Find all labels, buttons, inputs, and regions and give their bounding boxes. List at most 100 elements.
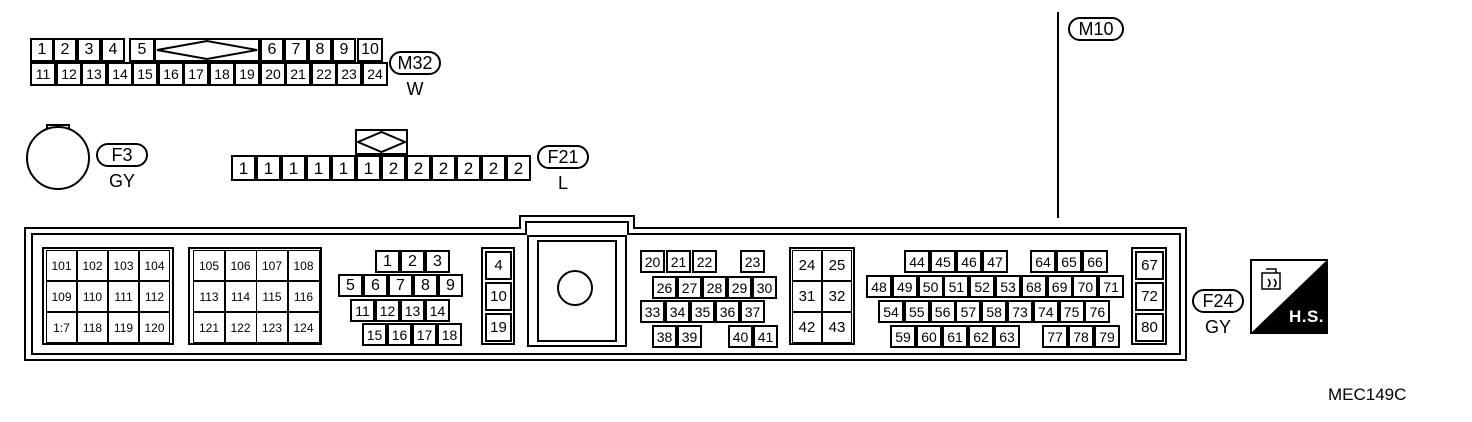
terminal-pin: 1:7 xyxy=(46,312,77,343)
terminal-pin: 78 xyxy=(1068,325,1094,348)
terminal-pin: 12 xyxy=(375,299,400,322)
terminal-pin: 51 xyxy=(943,275,970,298)
terminal-pin: 23 xyxy=(740,250,765,273)
terminal-pin: 16 xyxy=(387,323,412,346)
terminal-pin: 104 xyxy=(139,250,170,281)
terminal-pin: 26 xyxy=(652,276,677,299)
terminal-pin: 75 xyxy=(1058,300,1085,323)
terminal-pin: 1 xyxy=(256,155,281,181)
terminal-pin: 63 xyxy=(994,325,1020,348)
terminal-pin: 5 xyxy=(338,274,363,297)
terminal-pin: 9 xyxy=(332,38,356,62)
terminal-pin: 1 xyxy=(281,155,306,181)
terminal-pin: 38 xyxy=(652,325,677,348)
terminal-pin: 14 xyxy=(107,62,133,86)
hs-badge: H.S. xyxy=(1250,259,1328,334)
f24-housing xyxy=(24,215,1187,361)
terminal-pin: 37 xyxy=(740,300,765,323)
terminal-pin: 3 xyxy=(425,250,450,273)
terminal-pin: 10 xyxy=(357,38,383,62)
terminal-pin: 25 xyxy=(822,250,852,281)
terminal-pin: 41 xyxy=(753,325,778,348)
terminal-pin: 4 xyxy=(101,38,125,62)
terminal-pin: 79 xyxy=(1094,325,1120,348)
terminal-pin: 30 xyxy=(752,276,777,299)
terminal-pin: 6 xyxy=(363,274,388,297)
terminal-pin: 122 xyxy=(224,312,257,343)
terminal-pin: 1 xyxy=(375,250,400,273)
terminal-pin: 120 xyxy=(139,312,170,343)
terminal-pin: 46 xyxy=(956,250,982,273)
terminal-pin: 109 xyxy=(46,281,77,312)
terminal-pin: 21 xyxy=(285,62,311,86)
connector-f24-color: GY xyxy=(1204,317,1231,337)
f3-body xyxy=(26,124,90,190)
terminal-pin: 20 xyxy=(260,62,286,86)
terminal-pin: 70 xyxy=(1072,275,1099,298)
terminal-pin: 101 xyxy=(46,250,77,281)
terminal-pin: 4 xyxy=(485,251,512,280)
f21-key-diamond xyxy=(355,129,408,155)
terminal-pin: 72 xyxy=(1135,282,1164,311)
terminal-pin: 102 xyxy=(77,250,108,281)
terminal-pin: 67 xyxy=(1135,251,1164,280)
terminal-pin: 2 xyxy=(53,38,77,62)
terminal-pin: 118 xyxy=(77,312,108,343)
terminal-pin: 2 xyxy=(406,155,431,181)
terminal-pin: 124 xyxy=(287,312,320,343)
connector-m32-color: W xyxy=(406,79,424,99)
figure-code: MEC149C xyxy=(1328,385,1407,404)
terminal-pin: 42 xyxy=(792,312,822,343)
terminal-pin: 48 xyxy=(866,275,892,298)
terminal-pin: 2 xyxy=(381,155,406,181)
terminal-pin: 44 xyxy=(904,250,930,273)
terminal-pin: 23 xyxy=(336,62,362,86)
terminal-pin: 57 xyxy=(955,300,982,323)
terminal-pin: 11 xyxy=(350,299,375,322)
f24-block-2-frame xyxy=(188,247,322,345)
terminal-pin: 9 xyxy=(438,274,463,297)
f24-center-housing xyxy=(527,235,627,347)
terminal-pin: 14 xyxy=(425,299,450,322)
terminal-pin: 10 xyxy=(485,282,512,311)
terminal-pin: 1 xyxy=(30,38,54,62)
terminal-pin: 76 xyxy=(1084,300,1111,323)
terminal-pin: 61 xyxy=(942,325,968,348)
terminal-pin: 13 xyxy=(81,62,107,86)
terminal-pin: 8 xyxy=(413,274,438,297)
terminal-pin: 2 xyxy=(431,155,456,181)
terminal-pin: 123 xyxy=(256,312,288,343)
terminal-pin: 24 xyxy=(792,250,822,281)
terminal-pin: 2 xyxy=(506,155,531,181)
terminal-pin: 50 xyxy=(917,275,944,298)
terminal-pin: 62 xyxy=(968,325,994,348)
terminal-pin: 66 xyxy=(1082,250,1108,273)
terminal-pin: 31 xyxy=(792,281,822,312)
terminal-pin: 52 xyxy=(969,275,996,298)
terminal-pin: 110 xyxy=(77,281,108,312)
terminal-pin: 45 xyxy=(930,250,956,273)
terminal-pin: 121 xyxy=(193,312,225,343)
terminal-pin: 60 xyxy=(916,325,942,348)
connector-f24-id: F24 xyxy=(1192,289,1244,313)
terminal-pin: 53 xyxy=(995,275,1021,298)
terminal-pin: 54 xyxy=(878,300,904,323)
terminal-pin: 1 xyxy=(331,155,356,181)
terminal-pin: 80 xyxy=(1135,313,1164,342)
f24-block-4-frame xyxy=(481,247,515,345)
terminal-pin: 116 xyxy=(287,281,320,312)
terminal-pin: 43 xyxy=(822,312,852,343)
terminal-pin: 29 xyxy=(727,276,752,299)
connector-m32-id: M32 xyxy=(389,51,441,75)
terminal-pin: 24 xyxy=(362,62,388,86)
terminal-pin: 6 xyxy=(260,38,284,62)
terminal-pin: 36 xyxy=(715,300,740,323)
terminal-pin: 49 xyxy=(891,275,918,298)
terminal-pin: 16 xyxy=(158,62,184,86)
terminal-pin: 33 xyxy=(640,300,665,323)
terminal-pin: 32 xyxy=(822,281,852,312)
terminal-pin: 56 xyxy=(929,300,956,323)
terminal-pin: 15 xyxy=(362,323,387,346)
